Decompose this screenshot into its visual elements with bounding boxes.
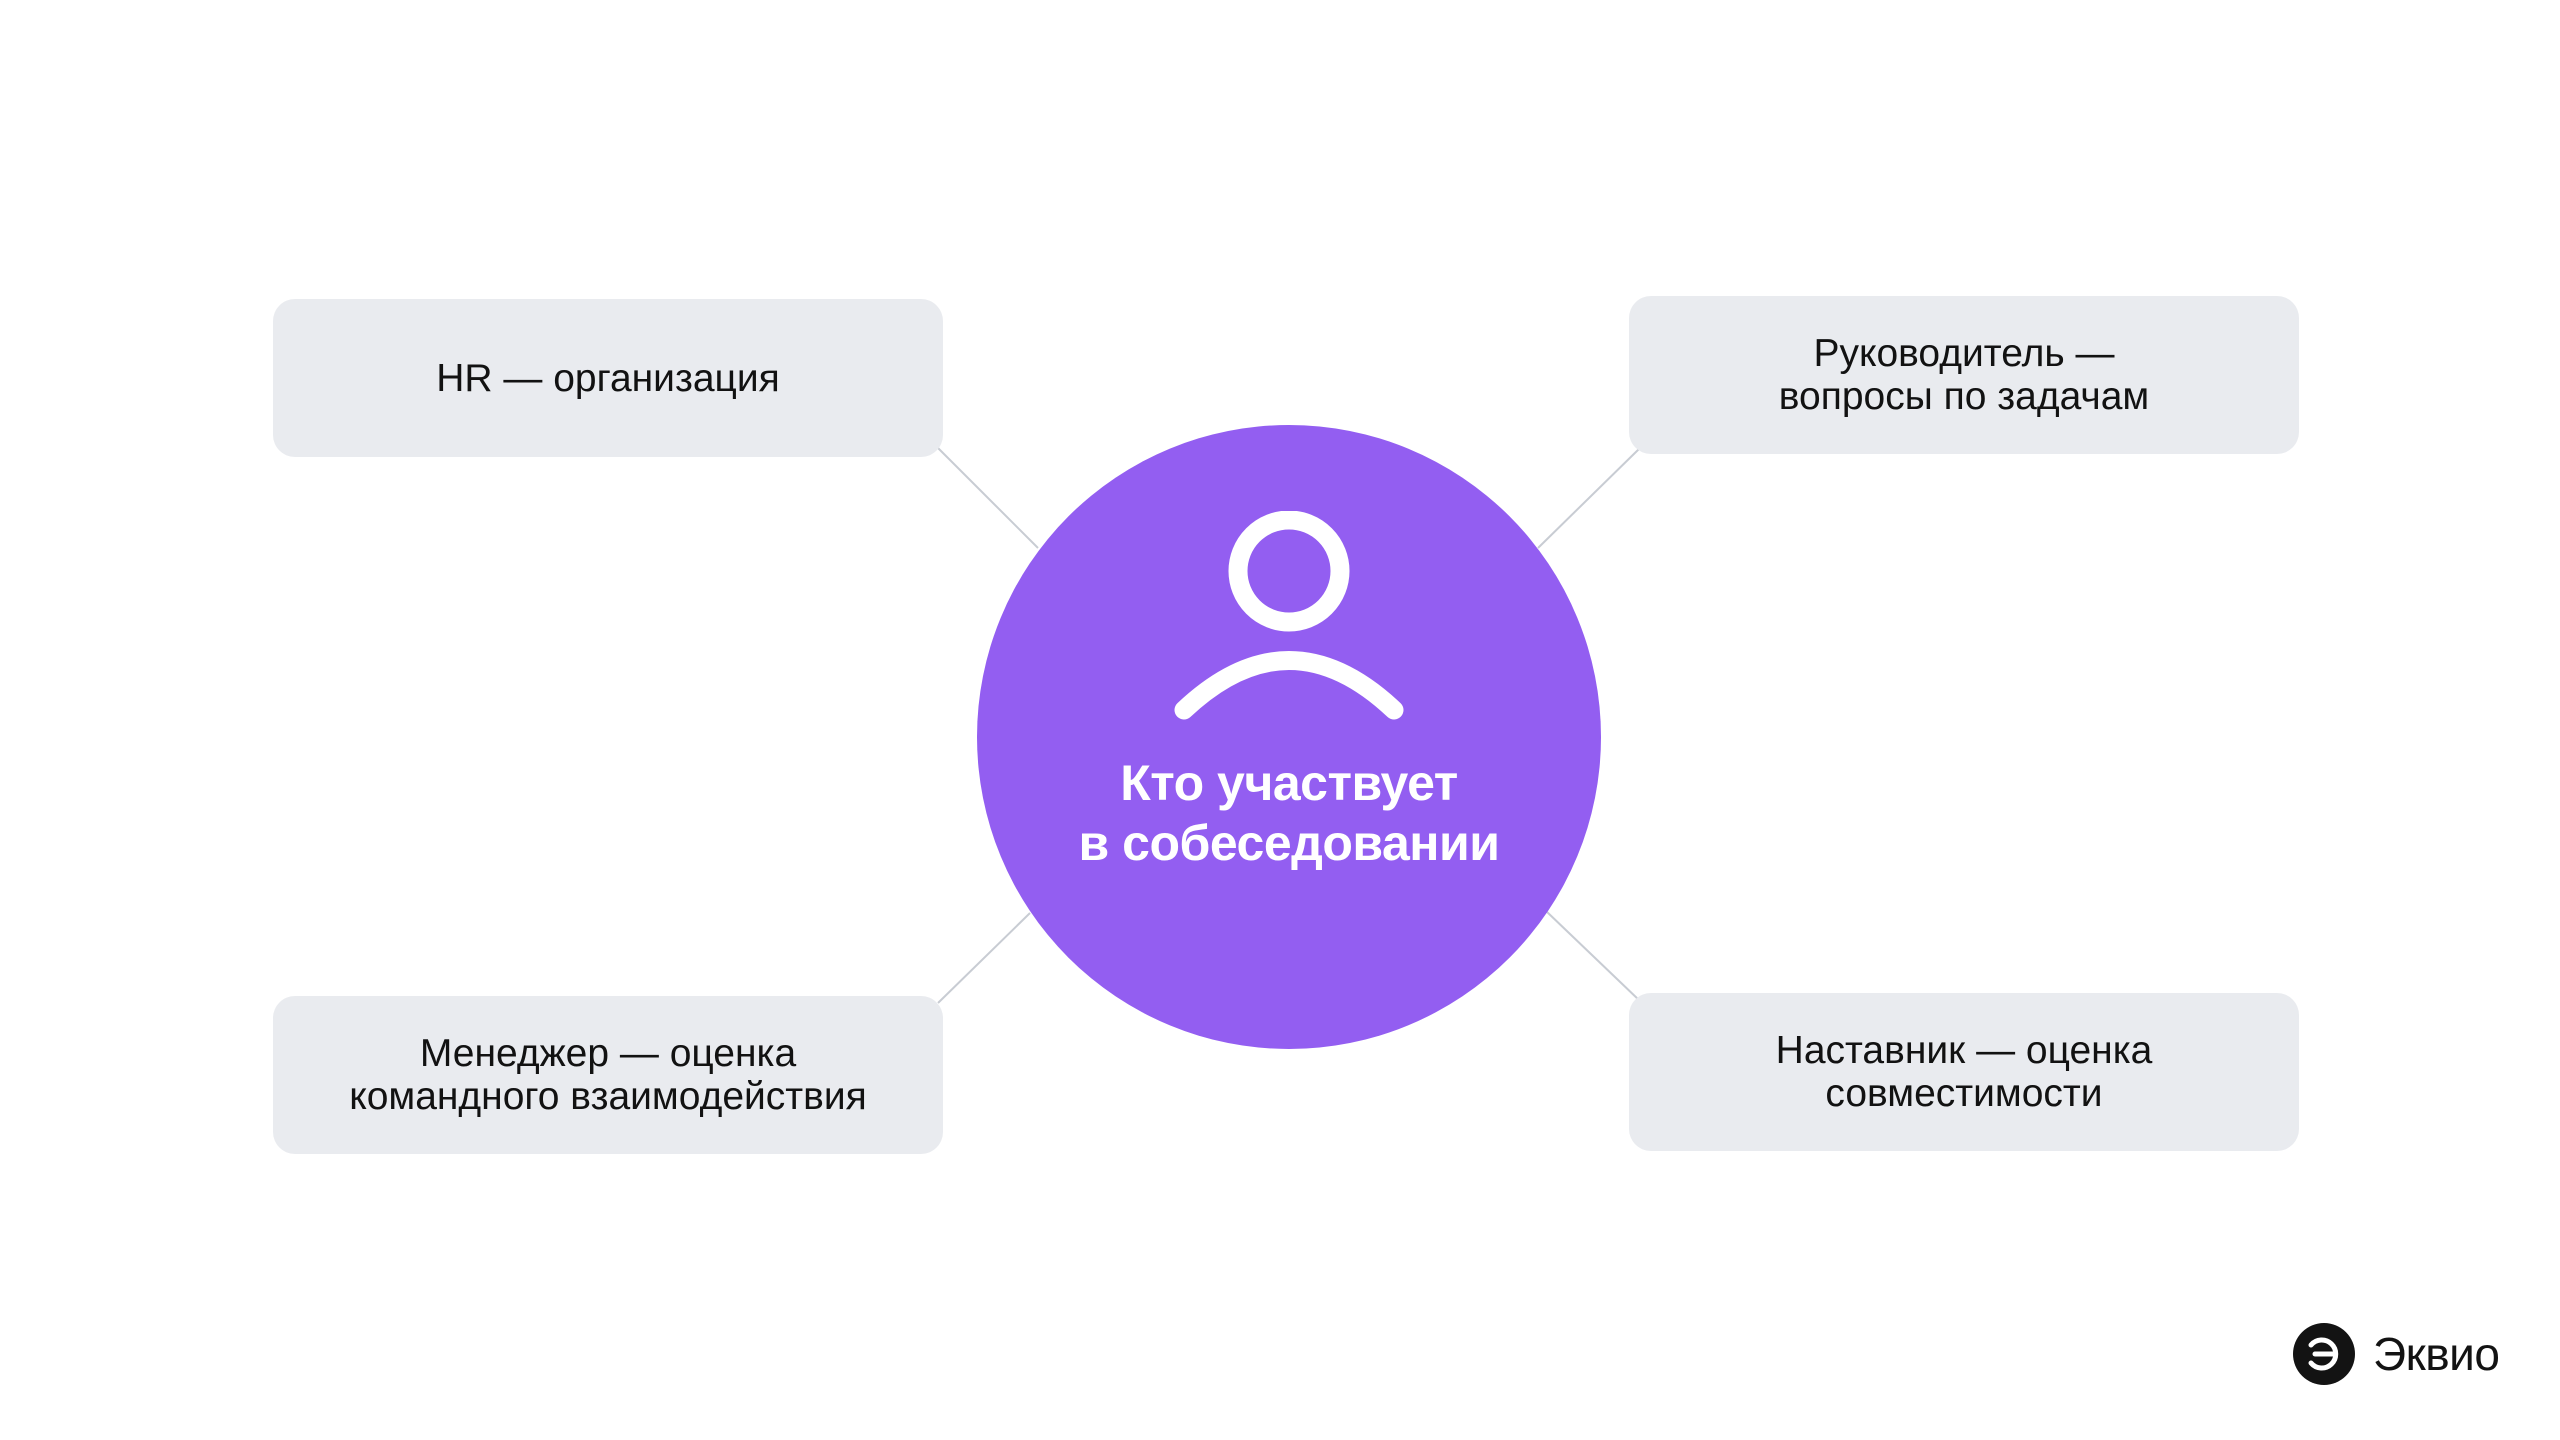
brand-logo: Эквио (2293, 1323, 2500, 1385)
center-node: Кто участвует в собеседовании (977, 425, 1601, 1049)
participant-mentor: Наставник — оценка совместимости (1629, 993, 2299, 1151)
participant-manager: Менеджер — оценка командного взаимодейст… (273, 996, 943, 1154)
participant-lead: Руководитель — вопросы по задачам (1629, 296, 2299, 454)
brand-name: Эквио (2373, 1328, 2500, 1380)
participant-hr: HR — организация (273, 299, 943, 457)
ekvio-logo-icon (2293, 1323, 2355, 1385)
center-title: Кто участвует в собеседовании (1078, 755, 1500, 871)
person-icon (1174, 511, 1404, 720)
participant-manager-label: Менеджер — оценка командного взаимодейст… (349, 1032, 867, 1118)
connector-lead (1537, 447, 1641, 549)
participant-lead-label: Руководитель — вопросы по задачам (1778, 332, 2150, 418)
connector-hr (937, 447, 1039, 549)
connector-manager (937, 912, 1031, 1004)
participant-hr-label: HR — организация (436, 356, 780, 400)
connector-mentor (1545, 910, 1641, 1002)
participant-mentor-label: Наставник — оценка совместимости (1775, 1029, 2153, 1115)
